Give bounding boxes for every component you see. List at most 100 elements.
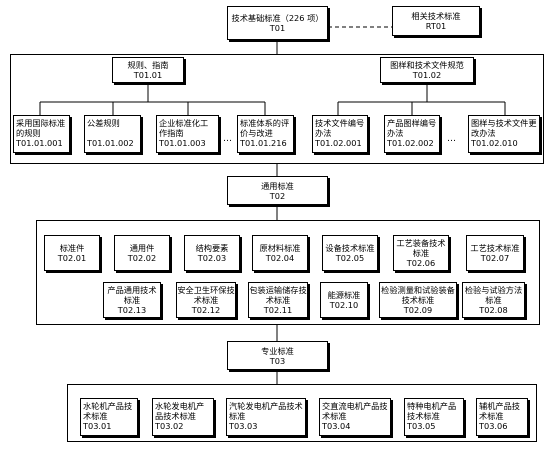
node-t02-02: 通用件 T02.02 xyxy=(114,235,170,271)
node-code: T03.06 xyxy=(479,421,508,431)
node-t02-06: 工艺装备技术标准 T02.06 xyxy=(393,235,449,271)
node-t01-02-002: 产品图样编号办法 T01.02.002 xyxy=(384,115,440,153)
node-special-standards: 专业标准 T03 xyxy=(227,341,328,370)
group-basic-standards xyxy=(10,54,544,164)
node-code: T03.03 xyxy=(229,421,258,431)
node-code: T03.05 xyxy=(407,421,436,431)
node-title: 技术基础标准（226 项） xyxy=(231,13,324,23)
node-code: T02.08 xyxy=(479,305,508,315)
node-code: T01.02.002 xyxy=(387,138,434,148)
node-title: 技术文件编号办法 xyxy=(315,118,365,138)
node-title: 包装运输储存技术标准 xyxy=(249,285,307,305)
node-title: 安全卫生环保技术标准 xyxy=(177,285,235,305)
node-code: T01.01.216 xyxy=(240,138,287,148)
node-t01-02-010: 图样与技术文件更改办法 T01.02.010 xyxy=(468,115,540,153)
node-title: 工艺装备技术标准 xyxy=(396,238,446,258)
node-title: 通用标准 xyxy=(261,180,294,191)
node-t01-01-001: 采用国际标准的规则 T01.01.001 xyxy=(13,115,70,153)
node-rules-guides: 规则、指南 T01.01 xyxy=(112,57,184,83)
node-title: 企业标准化工作指南 xyxy=(159,118,209,138)
node-t02-11: 包装运输储存技术标准 T02.11 xyxy=(248,282,308,318)
node-title: 汽轮发电机产品技术标准 xyxy=(229,401,303,421)
node-code: T01 xyxy=(269,23,286,33)
node-title: 专业标准 xyxy=(261,345,294,356)
node-basic-standards: 技术基础标准（226 项） T01 xyxy=(227,6,328,40)
node-drawing-specs: 图样和技术文件规范 T01.02 xyxy=(380,57,474,83)
node-t03-02: 水轮发电机产品技术标准 T03.02 xyxy=(152,398,214,436)
node-code: T02.07 xyxy=(480,253,510,263)
node-code: RT01 xyxy=(425,21,447,31)
node-title: 图样与技术文件更改办法 xyxy=(471,118,537,138)
node-code: T03.02 xyxy=(155,421,184,431)
node-t02-08: 检验与试验方法标准 T02.08 xyxy=(462,282,525,318)
node-general-standards: 通用标准 T02 xyxy=(227,176,328,205)
node-title: 相关技术标准 xyxy=(411,11,461,21)
ellipsis-drawing: … xyxy=(447,134,456,144)
node-title: 检验测量和试验装备技术标准 xyxy=(381,285,455,305)
node-title: 交直流电机产品技术标准 xyxy=(322,401,388,421)
node-code: T03.01 xyxy=(83,421,112,431)
node-title: 通用件 xyxy=(129,243,155,253)
node-t03-01: 水轮机产品技术标准 T03.01 xyxy=(80,398,138,436)
node-title: 规则、指南 xyxy=(127,60,169,70)
node-code: T02.06 xyxy=(406,258,436,268)
node-t01-01-003: 企业标准化工作指南 T01.01.003 xyxy=(156,115,219,153)
node-t02-03: 结构要素 T02.03 xyxy=(184,235,240,271)
group-general-standards xyxy=(36,220,540,325)
node-code: T01.01.003 xyxy=(159,138,206,148)
node-code: T02.11 xyxy=(263,305,293,315)
node-title: 设备技术标准 xyxy=(325,243,375,253)
node-t03-04: 交直流电机产品技术标准 T03.04 xyxy=(319,398,391,436)
node-code: T01.01.002 xyxy=(87,138,134,148)
node-title: 辅机产品技术标准 xyxy=(479,401,520,421)
node-t02-04: 原材料标准 T02.04 xyxy=(252,235,308,271)
node-code: T01.02.001 xyxy=(315,138,362,148)
node-code: T03 xyxy=(269,355,286,366)
node-t02-13: 产品通用技术标准 T02.13 xyxy=(103,282,161,318)
node-code: T02.10 xyxy=(329,300,359,310)
node-code: T02.09 xyxy=(403,305,433,315)
node-t01-01-216: 标准体系的评价与改进 T01.01.216 xyxy=(237,115,294,153)
node-title: 特种电机产品技术标准 xyxy=(407,401,457,421)
node-t02-10: 能源标准 T02.10 xyxy=(320,282,368,318)
node-title: 能源标准 xyxy=(327,290,361,300)
node-t02-07: 工艺技术标准 T02.07 xyxy=(466,235,524,271)
node-code: T01.02.010 xyxy=(471,138,518,148)
node-title: 结构要素 xyxy=(195,243,229,253)
node-code: T01.01.001 xyxy=(16,138,63,148)
node-title: 原材料标准 xyxy=(259,243,301,253)
node-t01-01-002: 公差规则 T01.01.002 xyxy=(84,115,141,153)
node-code: T02.12 xyxy=(191,305,221,315)
node-title: 图样和技术文件规范 xyxy=(390,60,464,70)
node-t03-06: 辅机产品技术标准 T03.06 xyxy=(476,398,528,436)
node-title: 水轮机产品技术标准 xyxy=(83,401,133,421)
node-title: 产品图样编号办法 xyxy=(387,118,437,138)
node-t02-09: 检验测量和试验装备技术标准 T02.09 xyxy=(379,282,457,318)
node-title: 公差规则 xyxy=(87,118,120,128)
node-title: 采用国际标准的规则 xyxy=(16,118,66,138)
node-code: T02.02 xyxy=(127,253,157,263)
node-title: 标准件 xyxy=(59,243,85,253)
node-code: T02.05 xyxy=(335,253,365,263)
node-t02-01: 标准件 T02.01 xyxy=(44,235,100,271)
node-title: 产品通用技术标准 xyxy=(107,285,157,305)
node-code: T01.01 xyxy=(133,70,163,80)
node-code: T02.04 xyxy=(265,253,295,263)
node-t01-02-001: 技术文件编号办法 T01.02.001 xyxy=(312,115,368,153)
node-code: T02.03 xyxy=(197,253,227,263)
node-code: T02 xyxy=(269,190,286,201)
node-code: T03.04 xyxy=(322,421,351,431)
node-title: 检验与试验方法标准 xyxy=(464,285,523,305)
node-code: T02.13 xyxy=(117,305,147,315)
node-title: 工艺技术标准 xyxy=(470,243,520,253)
node-t02-05: 设备技术标准 T02.05 xyxy=(322,235,378,271)
ellipsis-rules: … xyxy=(223,134,232,144)
node-code: T01.02 xyxy=(412,70,442,80)
node-title: 水轮发电机产品技术标准 xyxy=(155,401,205,421)
node-related-standards: 相关技术标准 RT01 xyxy=(392,6,480,36)
node-code: T02.01 xyxy=(57,253,87,263)
node-t02-12: 安全卫生环保技术标准 T02.12 xyxy=(176,282,236,318)
node-title: 标准体系的评价与改进 xyxy=(240,118,290,138)
